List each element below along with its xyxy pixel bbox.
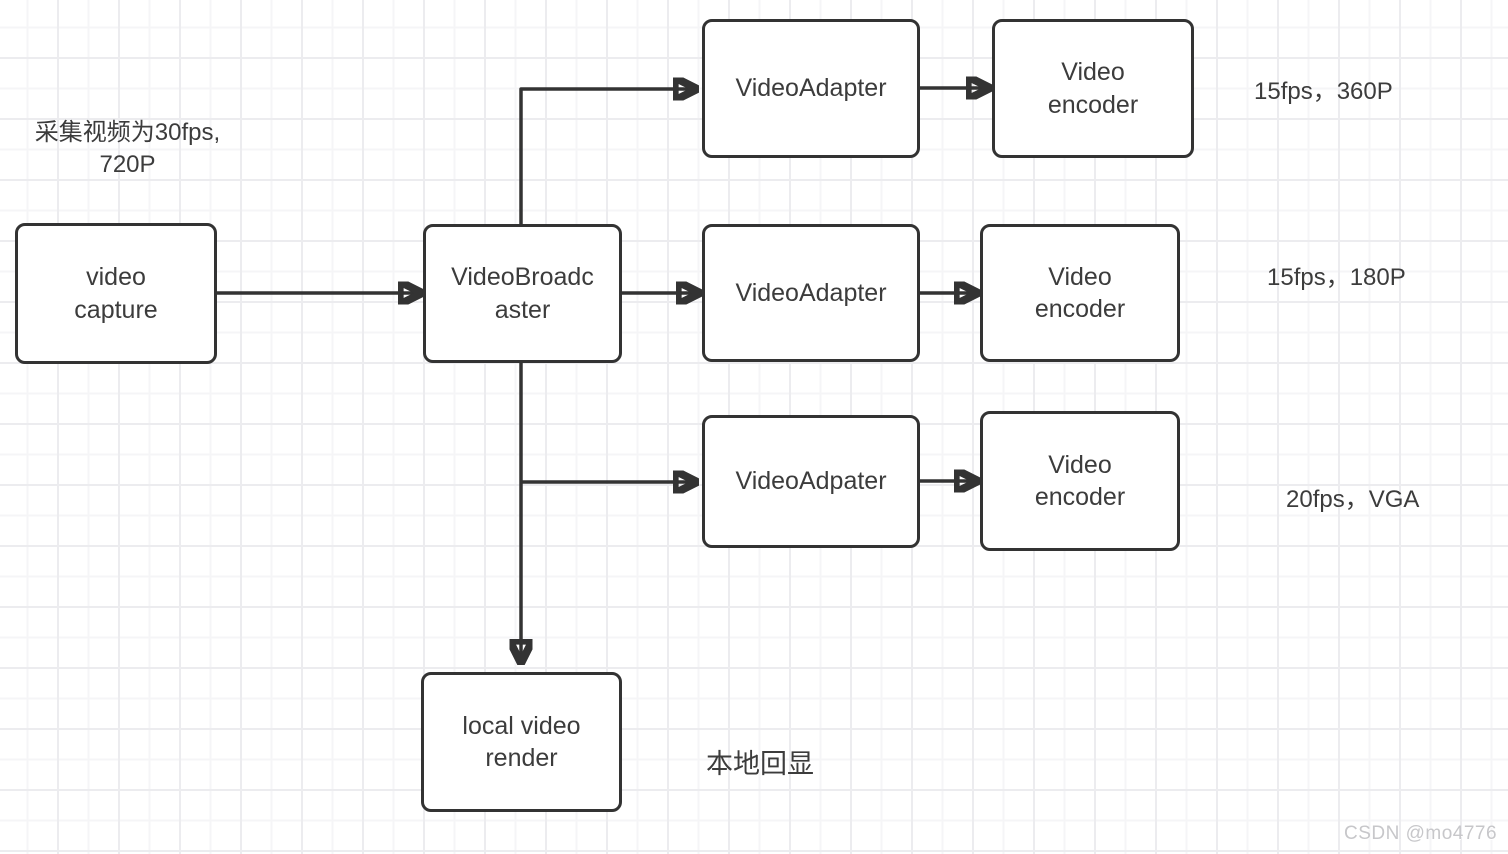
annotation-stream2-label: 15fps，180P: [1267, 264, 1406, 291]
node-video-adapter-3: VideoAdpater: [702, 415, 920, 548]
annotation-local-render: 本地回显: [706, 749, 814, 779]
node-video-encoder-3: Video encoder: [980, 411, 1180, 551]
arrow-broadcaster-to-adapter1: [519, 89, 694, 226]
node-local-video-render: local video render: [421, 672, 622, 812]
annotation-capture-note: 采集视频为30fps, 720P: [34, 119, 221, 179]
annotation-stream1-label: 15fps，360P: [1254, 78, 1393, 105]
node-video-capture: video capture: [15, 223, 217, 364]
node-video-adapter-2: VideoAdapter: [702, 224, 920, 362]
node-video-broadcaster: VideoBroadc aster: [423, 224, 622, 363]
watermark-text: CSDN @mo4776: [1344, 823, 1498, 844]
node-video-encoder-2: Video encoder: [980, 224, 1180, 362]
node-video-adapter-1: VideoAdapter: [702, 19, 920, 158]
node-video-encoder-1: Video encoder: [992, 19, 1194, 158]
annotation-stream3-label: 20fps，VGA: [1286, 486, 1420, 513]
